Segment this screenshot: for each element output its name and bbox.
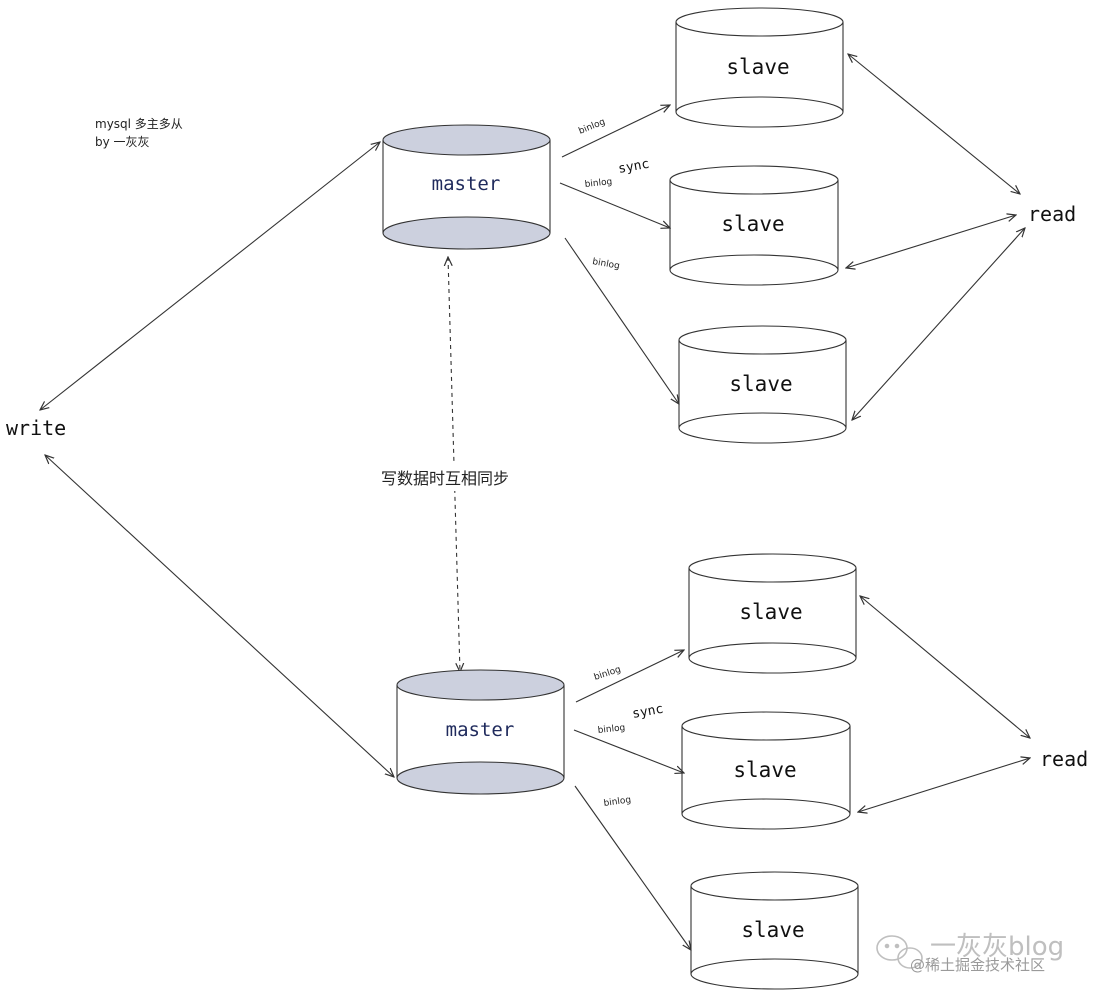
read-arrow-1c <box>852 228 1025 420</box>
slave-label-1b: slave <box>721 212 784 236</box>
read-arrow-1a <box>848 54 1020 194</box>
slave-label-2a: slave <box>739 600 802 624</box>
binlog-label-2b: binlog <box>597 723 626 736</box>
slave-db-1a: slave <box>675 7 844 128</box>
caption-line2: by 一灰灰 <box>95 135 150 149</box>
caption-line1: mysql 多主多从 <box>95 117 183 131</box>
master-db-1: master <box>382 124 551 250</box>
slave-db-1c: slave <box>678 325 847 444</box>
write-master2-arrow <box>45 455 394 777</box>
master-label-2: master <box>446 719 515 741</box>
slave-db-2c: slave <box>690 871 859 990</box>
binlog-label-2a: binlog <box>593 665 622 683</box>
slave-db-1b: slave <box>669 165 839 286</box>
read-label-1: read <box>1028 202 1076 226</box>
watermark-brand: 一灰灰blog <box>930 932 1064 962</box>
write-master1-arrow <box>40 142 380 410</box>
binlog-arrow-2a <box>575 650 684 703</box>
cluster-1: master slave slave slave <box>382 7 1076 444</box>
watermark-source: @稀土掘金技术社区 <box>910 956 1045 974</box>
binlog-arrow-1a <box>561 105 670 158</box>
sync-label-2: sync <box>631 702 664 722</box>
wechat-icon <box>876 935 923 969</box>
sync-note: 写数据时互相同步 <box>381 469 509 488</box>
binlog-arrow-1b <box>559 182 670 228</box>
binlog-label-1a: binlog <box>577 117 606 137</box>
binlog-arrow-2b <box>573 729 684 773</box>
read-arrow-2b <box>858 758 1030 812</box>
master-label-1: master <box>432 173 501 195</box>
binlog-arrow-2c <box>574 785 691 950</box>
binlog-label-1b: binlog <box>584 177 613 190</box>
binlog-label-1c: binlog <box>591 257 620 272</box>
write-label: write <box>6 416 66 440</box>
slave-label-1c: slave <box>729 372 792 396</box>
sync-note-bg <box>360 463 530 491</box>
master-sync-arrow <box>448 257 460 672</box>
cluster-2: master slave slave slave <box>396 553 1088 990</box>
slave-db-2b: slave <box>681 711 851 830</box>
read-arrow-1b <box>846 215 1016 268</box>
read-arrow-2a <box>860 596 1030 738</box>
read-label-2: read <box>1040 747 1088 771</box>
binlog-arrow-1c <box>564 237 679 404</box>
slave-db-2a: slave <box>688 553 857 674</box>
binlog-label-2c: binlog <box>603 795 632 809</box>
sync-label-1: sync <box>617 157 650 177</box>
slave-label-1a: slave <box>726 55 789 79</box>
master-db-2: master <box>396 669 565 795</box>
slave-label-2c: slave <box>741 918 804 942</box>
slave-label-2b: slave <box>733 758 796 782</box>
watermark: 一灰灰blog @稀土掘金技术社区 <box>876 932 1064 974</box>
